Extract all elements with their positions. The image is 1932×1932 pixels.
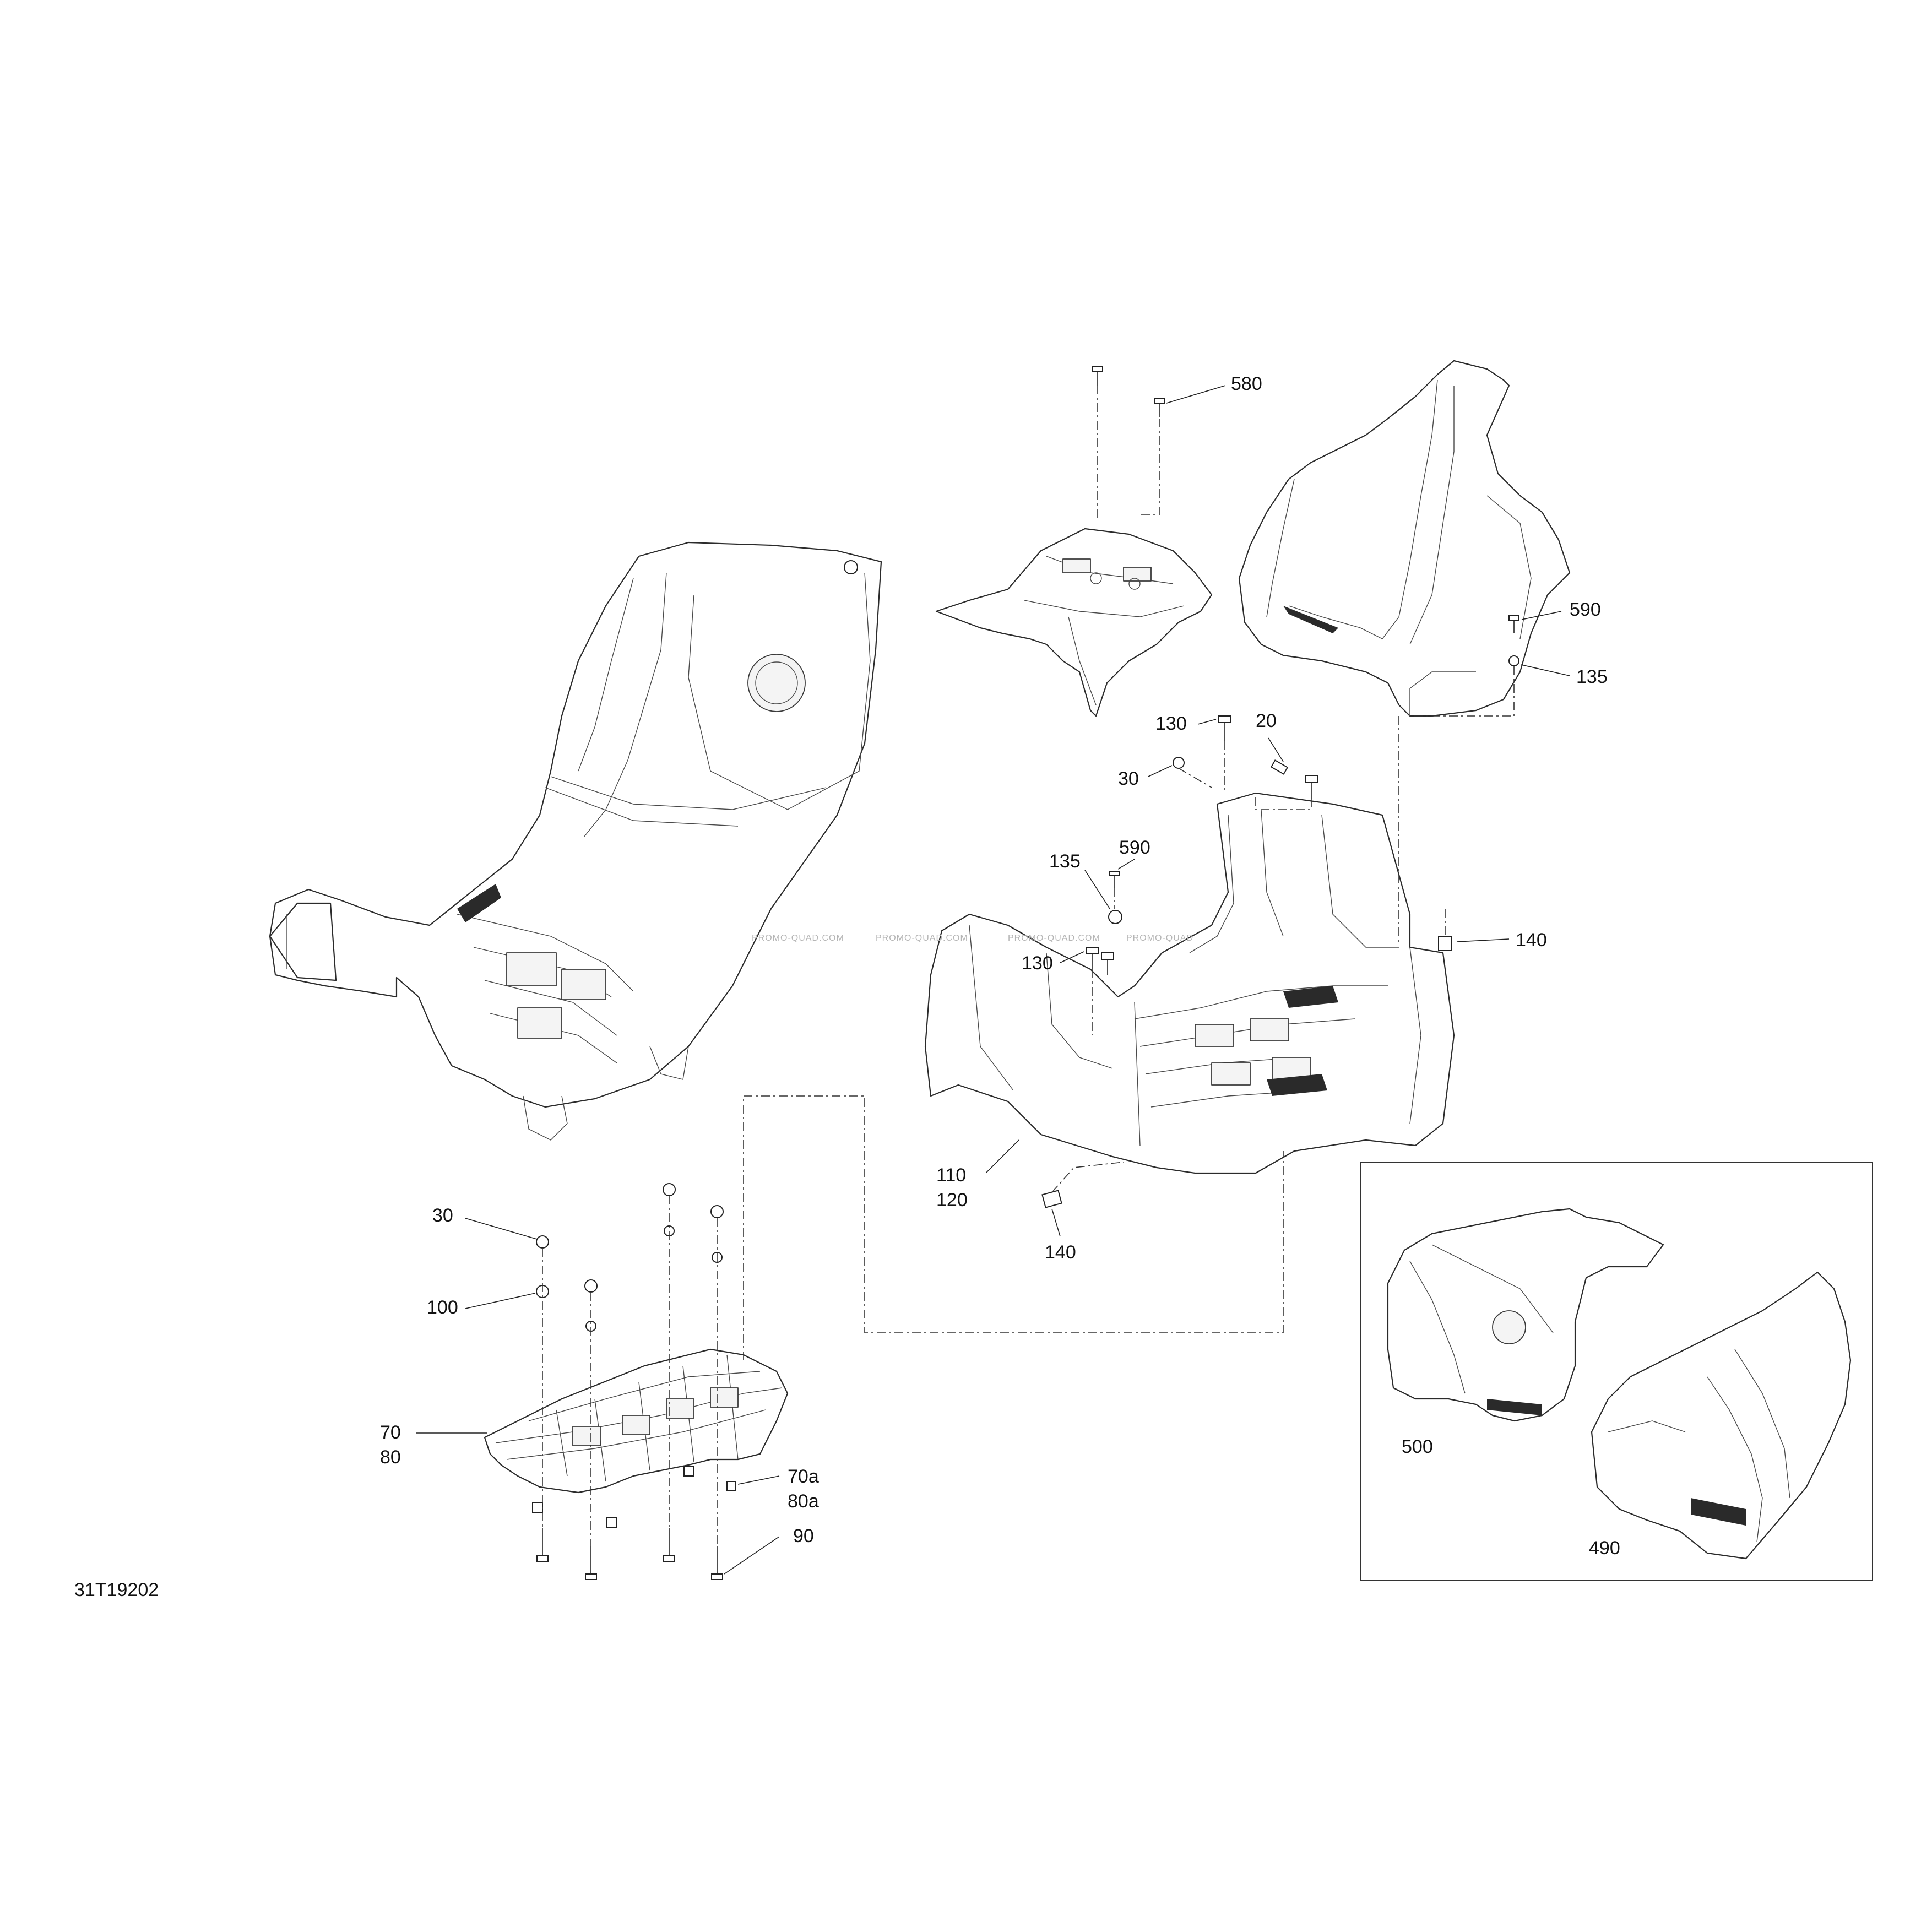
upper-support-bracket [935, 528, 1213, 717]
washer-135-mid-icon [1108, 910, 1122, 924]
left-fender-panel [269, 541, 882, 1141]
callout-70a: 70a [788, 1466, 819, 1487]
screw-590-mid-icon [1109, 871, 1120, 888]
callout-80a: 80a [788, 1491, 819, 1512]
foot-plate [484, 1348, 789, 1494]
assembly-guide-lines [542, 386, 1515, 1546]
right-fender-upper-panel [1238, 360, 1571, 717]
callout-80: 80 [380, 1447, 401, 1468]
bolt-20-icon [1270, 759, 1289, 775]
screw-590-top-icon [1508, 615, 1519, 633]
callout-30-bottom: 30 [432, 1205, 453, 1226]
callout-labels: 580 590 135 130 20 30 590 135 130 140 11… [380, 373, 1620, 1559]
callout-120: 120 [936, 1190, 968, 1211]
cage-nut-70a-icon [726, 1481, 736, 1491]
callout-70: 70 [380, 1422, 401, 1443]
bolt-130-right-icon [1305, 775, 1318, 799]
bolt-130-mid-b-icon [1101, 952, 1114, 975]
callout-30-top: 30 [1118, 768, 1139, 789]
callout-110: 110 [936, 1165, 966, 1186]
bolt-130-mid-icon [1086, 947, 1099, 969]
callout-130-top: 130 [1155, 713, 1187, 734]
watermark-2: PROMO-QUAD.COM [876, 934, 968, 943]
callout-135-top: 135 [1576, 666, 1608, 687]
callout-140-right: 140 [1516, 930, 1547, 951]
watermarks: PROMO-QUAD.COM PROMO-QUAD.COM PROMO-QUAD… [752, 934, 1193, 943]
clip-140-right-icon [1438, 936, 1452, 951]
callout-580: 580 [1231, 373, 1262, 394]
callout-590-mid: 590 [1119, 837, 1150, 858]
watermark-4: PROMO-QUAD [1126, 934, 1193, 943]
callout-590-top: 590 [1570, 599, 1601, 620]
bolt-90b-icon [585, 1546, 597, 1580]
footwell-assembly [924, 792, 1455, 1174]
bolt-90a-icon [536, 1528, 549, 1562]
screw-580a-icon [1092, 366, 1103, 386]
washer-135-top-icon [1508, 655, 1519, 666]
callout-135-mid: 135 [1049, 851, 1081, 872]
callout-490: 490 [1589, 1538, 1620, 1559]
nut-30-bottom-icon [536, 1235, 549, 1249]
watermark-3: PROMO-QUAD.COM [1008, 934, 1100, 943]
callout-140-bottom: 140 [1045, 1242, 1076, 1263]
callout-130-mid: 130 [1022, 953, 1053, 974]
diagram-reference-code: 31T19202 [74, 1580, 159, 1600]
callout-500: 500 [1402, 1436, 1433, 1457]
callout-leaders [416, 385, 1570, 1575]
cage-nut-mid-icon [606, 1517, 617, 1528]
screw-580b-icon [1154, 398, 1165, 417]
callout-100: 100 [427, 1297, 458, 1318]
nut-c-icon [584, 1279, 598, 1293]
nut-30-top-icon [1173, 757, 1185, 769]
nut-a-icon [663, 1183, 676, 1196]
callout-20: 20 [1256, 710, 1277, 731]
callout-90: 90 [793, 1526, 814, 1546]
bolt-130-top-icon [1218, 715, 1231, 741]
watermark-1: PROMO-QUAD.COM [752, 934, 844, 943]
bolt-90c-icon [663, 1528, 675, 1562]
nut-b-icon [710, 1205, 724, 1218]
bolt-90d-icon [711, 1546, 723, 1580]
cage-nut-right-icon [683, 1466, 694, 1477]
clip-140-bottom-icon [1041, 1190, 1062, 1208]
inset-detail-box [1360, 1162, 1873, 1581]
cage-nut-left-icon [532, 1502, 543, 1513]
